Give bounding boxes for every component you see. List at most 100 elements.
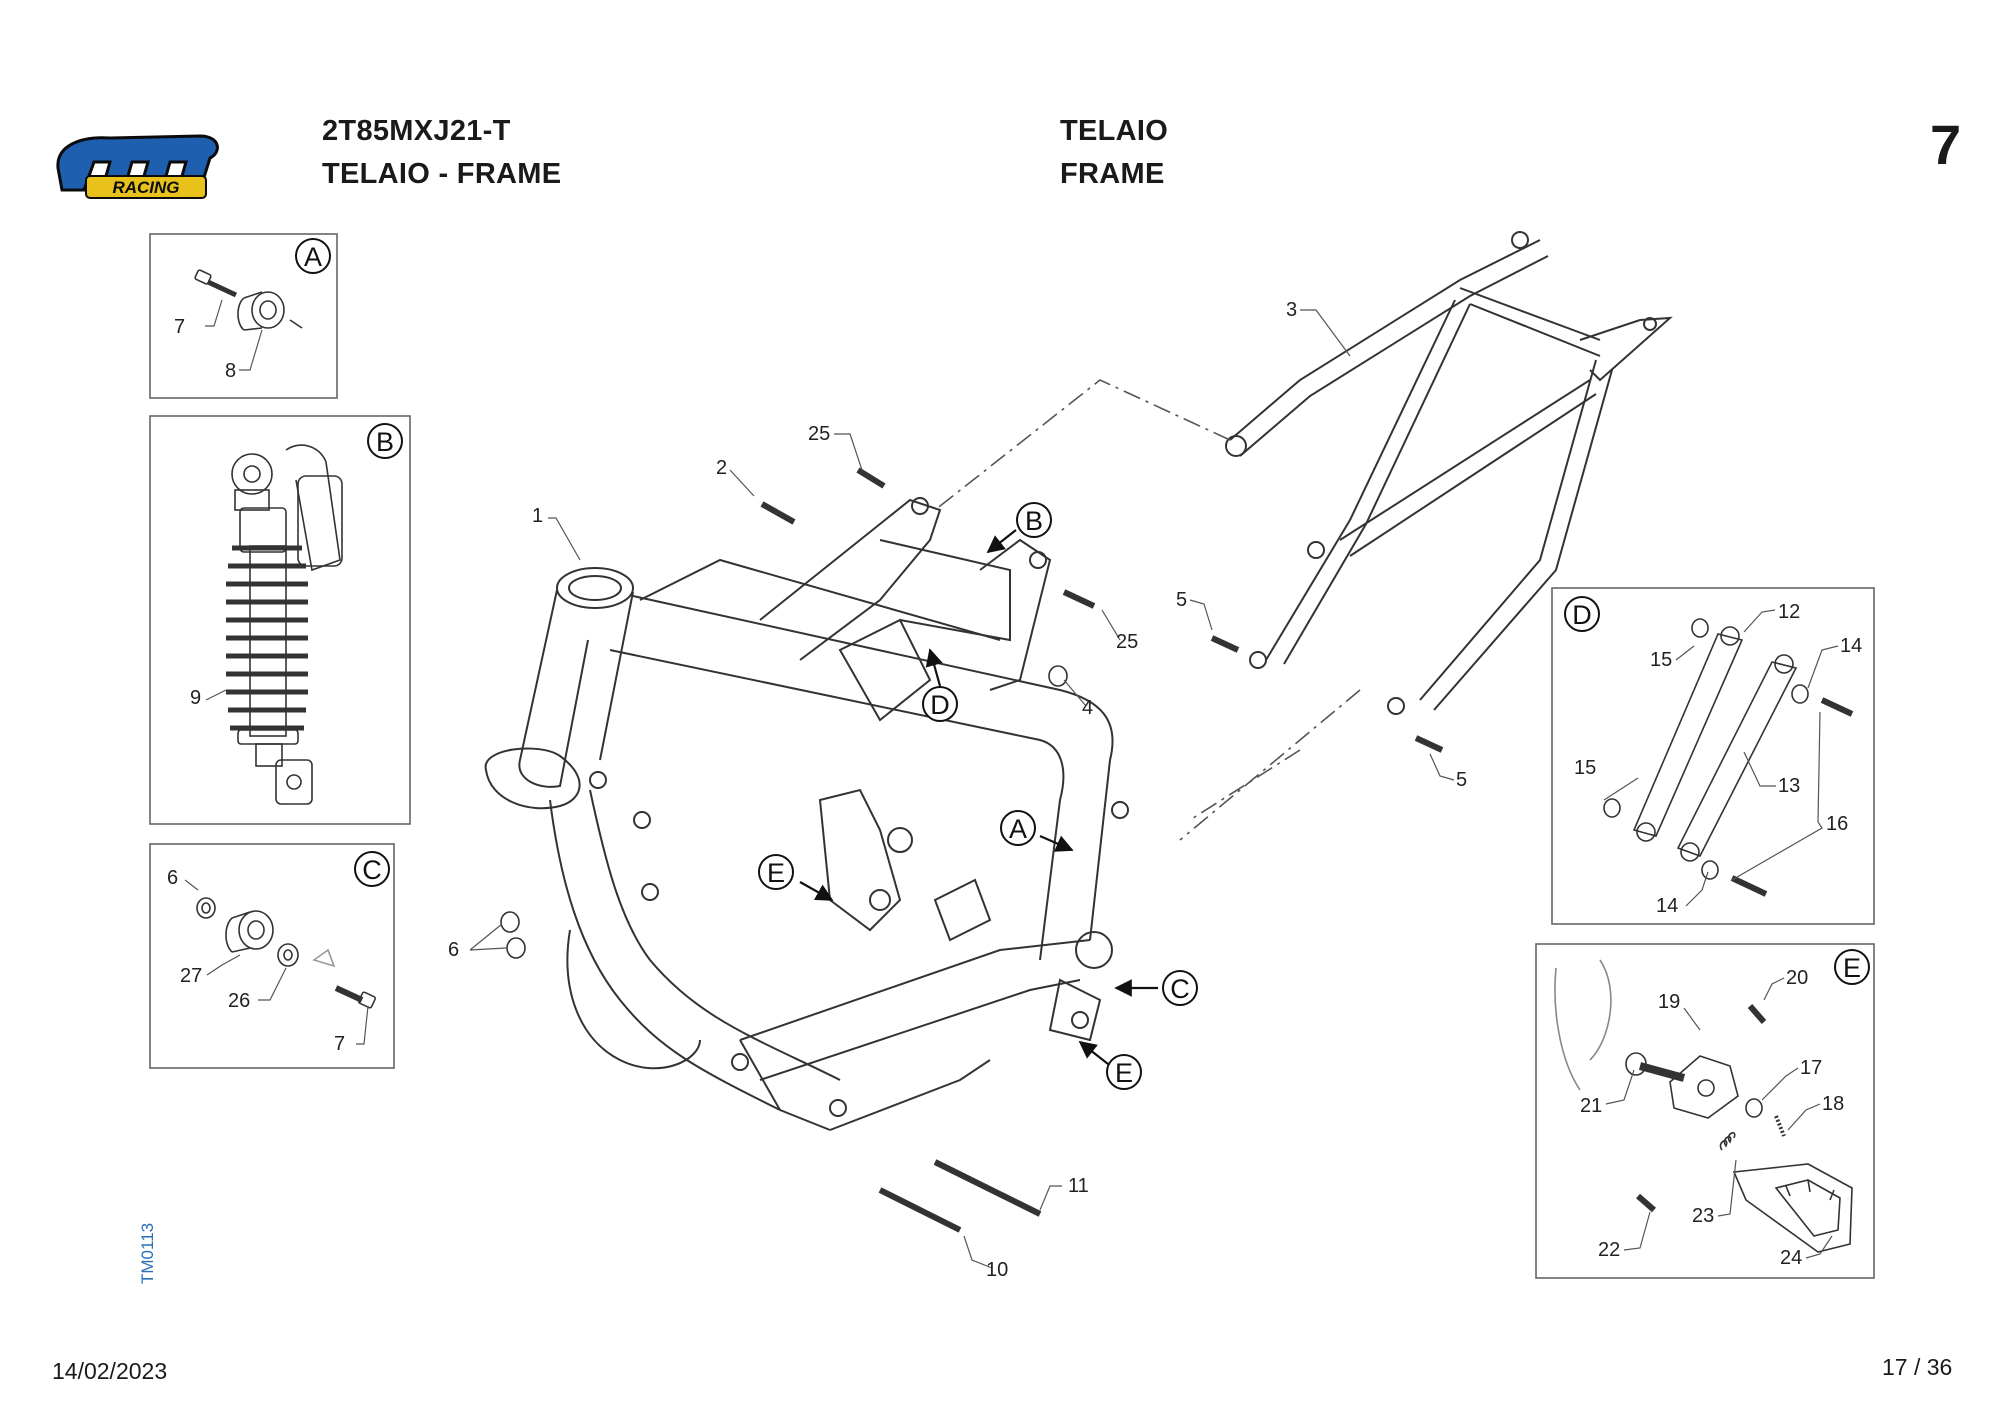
frame-pointer-a: A bbox=[1000, 810, 1036, 846]
footpeg-bracket-19 bbox=[1669, 1055, 1739, 1119]
callout-23: 23 bbox=[1692, 1205, 1714, 1227]
callout-5-lower: 5 bbox=[1456, 769, 1467, 791]
frame-pointer-c: C bbox=[1162, 970, 1198, 1006]
section-title-it: TELAIO bbox=[1060, 115, 1169, 147]
footer-date: 14/02/2023 bbox=[52, 1358, 168, 1384]
callout-25-top: 25 bbox=[808, 423, 830, 445]
callout-24: 24 bbox=[1780, 1247, 1802, 1269]
callout-6-frame: 6 bbox=[448, 939, 459, 961]
svg-text:E: E bbox=[1115, 1058, 1133, 1088]
frame-pointer-b: B bbox=[1016, 502, 1052, 538]
callout-9: 9 bbox=[190, 687, 201, 709]
cotter-pin-18 bbox=[1774, 1115, 1786, 1137]
washer-14-bottom bbox=[1701, 860, 1719, 880]
callout-15-top: 15 bbox=[1650, 649, 1672, 671]
bolt-7-a bbox=[194, 269, 238, 298]
subframe-3 bbox=[1225, 231, 1673, 715]
bolt-16-top bbox=[1820, 697, 1854, 717]
link-12 bbox=[1632, 626, 1744, 842]
model-code: 2T85MXJ21-T bbox=[322, 115, 511, 147]
callout-15-bottom: 15 bbox=[1574, 757, 1596, 779]
washer-17 bbox=[1745, 1098, 1763, 1118]
inset-letter-d: D bbox=[1564, 596, 1600, 632]
detail-pointer-arrows bbox=[799, 529, 1158, 1065]
callout-14-top: 14 bbox=[1840, 635, 1862, 657]
bolt-22 bbox=[1636, 1193, 1656, 1213]
callout-20: 20 bbox=[1786, 967, 1808, 989]
callout-27: 27 bbox=[180, 965, 202, 987]
svg-text:C: C bbox=[1170, 974, 1190, 1004]
footpeg-24 bbox=[1732, 1163, 1853, 1253]
pin-21 bbox=[1625, 1052, 1686, 1082]
spring-23 bbox=[1719, 1131, 1736, 1151]
inset-a bbox=[149, 233, 338, 399]
callout-8: 8 bbox=[225, 360, 236, 382]
svg-text:E: E bbox=[767, 858, 785, 888]
bolt-2 bbox=[760, 501, 796, 525]
bolt-16-bottom bbox=[1730, 875, 1768, 897]
frame-fasteners bbox=[500, 467, 1444, 1233]
bolt-7-c bbox=[312, 948, 377, 1009]
link-13 bbox=[1676, 654, 1798, 862]
callout-2: 2 bbox=[716, 457, 727, 479]
nut-6-c bbox=[196, 897, 216, 919]
callout-7-c: 7 bbox=[334, 1033, 345, 1055]
model-subtitle: TELAIO - FRAME bbox=[322, 158, 562, 190]
section-title-en: FRAME bbox=[1060, 158, 1165, 190]
nut-4 bbox=[1048, 665, 1068, 687]
bolt-11 bbox=[933, 1159, 1042, 1217]
callout-10: 10 bbox=[986, 1259, 1008, 1281]
callout-11: 11 bbox=[1068, 1175, 1089, 1197]
inset-c bbox=[149, 843, 395, 1069]
bolt-25-top bbox=[856, 467, 886, 489]
frame-pointer-d: D bbox=[922, 686, 958, 722]
assembly-leaders bbox=[934, 379, 1361, 841]
callout-22: 22 bbox=[1598, 1239, 1620, 1261]
callout-26: 26 bbox=[228, 990, 250, 1012]
svg-text:C: C bbox=[362, 855, 382, 885]
callout-12: 12 bbox=[1778, 601, 1800, 623]
callout-13: 13 bbox=[1778, 775, 1800, 797]
page-number: 7 bbox=[1930, 113, 1962, 176]
svg-text:A: A bbox=[1009, 814, 1027, 844]
bolt-5-lower bbox=[1414, 735, 1444, 753]
callout-25-right: 25 bbox=[1116, 631, 1138, 653]
footer-page: 17 / 36 bbox=[1882, 1354, 1953, 1380]
bushing-8 bbox=[237, 291, 303, 331]
svg-text:A: A bbox=[304, 242, 322, 272]
inset-b bbox=[149, 415, 411, 825]
bushing-27 bbox=[225, 910, 274, 953]
callout-4: 4 bbox=[1082, 697, 1093, 719]
callout-leaders bbox=[184, 299, 1839, 1269]
callout-3: 3 bbox=[1286, 299, 1297, 321]
callout-19: 19 bbox=[1658, 991, 1680, 1013]
nut-15-bottom bbox=[1603, 798, 1621, 818]
logo-racing-text: RACING bbox=[112, 178, 179, 197]
callout-17: 17 bbox=[1800, 1057, 1822, 1079]
callout-6-c: 6 bbox=[167, 867, 178, 889]
svg-text:D: D bbox=[1572, 600, 1592, 630]
bolt-25-right bbox=[1062, 589, 1096, 609]
inset-d bbox=[1551, 587, 1875, 925]
inset-letter-a: A bbox=[295, 238, 331, 274]
main-frame-1 bbox=[484, 497, 1129, 1131]
callout-21: 21 bbox=[1580, 1095, 1602, 1117]
callout-14-bottom: 14 bbox=[1656, 895, 1678, 917]
detail-letters: A B C D E B D A bbox=[295, 238, 1870, 1090]
tm-racing-logo: RACING bbox=[56, 134, 219, 199]
nut-15-top bbox=[1691, 618, 1709, 638]
nut-6-upper bbox=[500, 911, 520, 933]
bolt-10 bbox=[878, 1187, 962, 1233]
svg-text:E: E bbox=[1843, 953, 1861, 983]
frame-pointer-e-right: E bbox=[1106, 1054, 1142, 1090]
callout-7-a: 7 bbox=[174, 316, 185, 338]
washer-14-top bbox=[1791, 684, 1809, 704]
inset-e bbox=[1535, 943, 1875, 1279]
svg-text:D: D bbox=[930, 690, 950, 720]
nut-6-lower bbox=[506, 937, 526, 959]
frame-pointer-e-left: E bbox=[758, 854, 794, 890]
callout-18: 18 bbox=[1822, 1093, 1844, 1115]
bolt-20 bbox=[1747, 1004, 1767, 1024]
inset-letter-c: C bbox=[354, 851, 390, 887]
